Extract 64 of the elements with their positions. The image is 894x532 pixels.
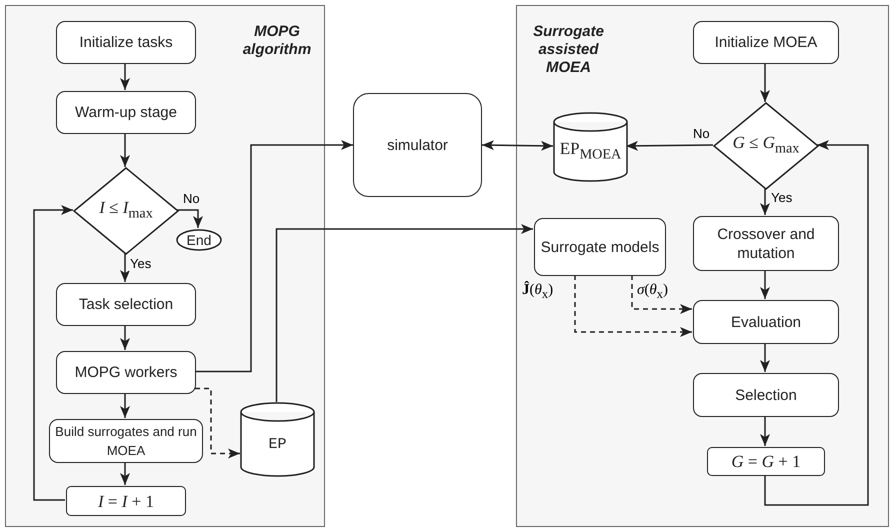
box-label: EP bbox=[268, 435, 286, 454]
arrow bbox=[760, 343, 770, 372]
arrow bbox=[195, 140, 353, 372]
edge-label: No bbox=[692, 126, 711, 141]
box-label: G ≤ G$_{max}$ bbox=[732, 133, 800, 159]
box-label: Initialize tasks bbox=[79, 33, 173, 52]
process-box bbox=[56, 283, 196, 326]
box-label: Warm-up stage bbox=[75, 103, 177, 122]
box-label: I = I + 1 bbox=[98, 492, 154, 510]
arrow bbox=[120, 133, 130, 167]
box-label: MOPG workers bbox=[74, 363, 178, 382]
process-box bbox=[66, 486, 186, 516]
panel-title: Surrogate assisted MOEA bbox=[532, 23, 605, 77]
arrow bbox=[631, 275, 692, 314]
process-box bbox=[693, 373, 839, 417]
decision-diamond bbox=[74, 168, 178, 254]
arrow bbox=[482, 140, 554, 151]
box-label: EP$_{MOEA}$ bbox=[560, 139, 622, 165]
arrow bbox=[760, 63, 770, 102]
edge-label: Yes bbox=[129, 256, 152, 271]
box-label: simulator bbox=[387, 136, 448, 154]
arrow bbox=[120, 393, 130, 418]
panel-background bbox=[5, 5, 325, 527]
edge-label: Yes bbox=[770, 190, 794, 205]
arrow bbox=[177, 209, 203, 228]
terminal-oval bbox=[176, 229, 222, 251]
process-box bbox=[56, 91, 196, 134]
database-cylinder bbox=[554, 113, 627, 181]
edge-label: No bbox=[182, 191, 201, 206]
box-label: End bbox=[186, 232, 212, 248]
decision-diamond bbox=[714, 103, 818, 189]
process-box bbox=[353, 93, 482, 197]
process-box bbox=[693, 21, 839, 64]
arrow bbox=[626, 140, 713, 151]
arrow bbox=[120, 462, 130, 485]
process-box bbox=[56, 351, 196, 394]
box-label: Build surrogates and run MOEA bbox=[54, 423, 198, 460]
arrow bbox=[120, 63, 130, 90]
box-label: G = G + 1 bbox=[731, 452, 801, 471]
process-box bbox=[693, 216, 839, 271]
box-label: Surrogate models bbox=[540, 238, 660, 256]
panel-background bbox=[516, 5, 889, 527]
arrow bbox=[760, 188, 770, 215]
box-label: Task selection bbox=[78, 295, 174, 314]
box-label: Initialize MOEA bbox=[714, 33, 818, 52]
arrow bbox=[120, 325, 130, 350]
arrow bbox=[120, 253, 130, 282]
arrow bbox=[195, 388, 240, 458]
arrow bbox=[760, 416, 770, 446]
box-label: Selection bbox=[735, 386, 797, 404]
arrow bbox=[764, 140, 869, 506]
process-box bbox=[693, 300, 839, 344]
box-label: I ≤ I$_{max}$ bbox=[99, 198, 153, 224]
arrow bbox=[276, 224, 533, 402]
arrow bbox=[574, 275, 692, 337]
arrow bbox=[760, 270, 770, 299]
database-cylinder bbox=[241, 403, 314, 476]
process-box bbox=[534, 218, 666, 276]
process-box bbox=[56, 21, 196, 64]
box-label: Crossover and mutation bbox=[716, 224, 816, 262]
arrow bbox=[33, 205, 73, 501]
panel-title: MOPG algorithm bbox=[242, 23, 312, 59]
process-box bbox=[707, 447, 825, 476]
box-label: Evaluation bbox=[730, 312, 802, 332]
